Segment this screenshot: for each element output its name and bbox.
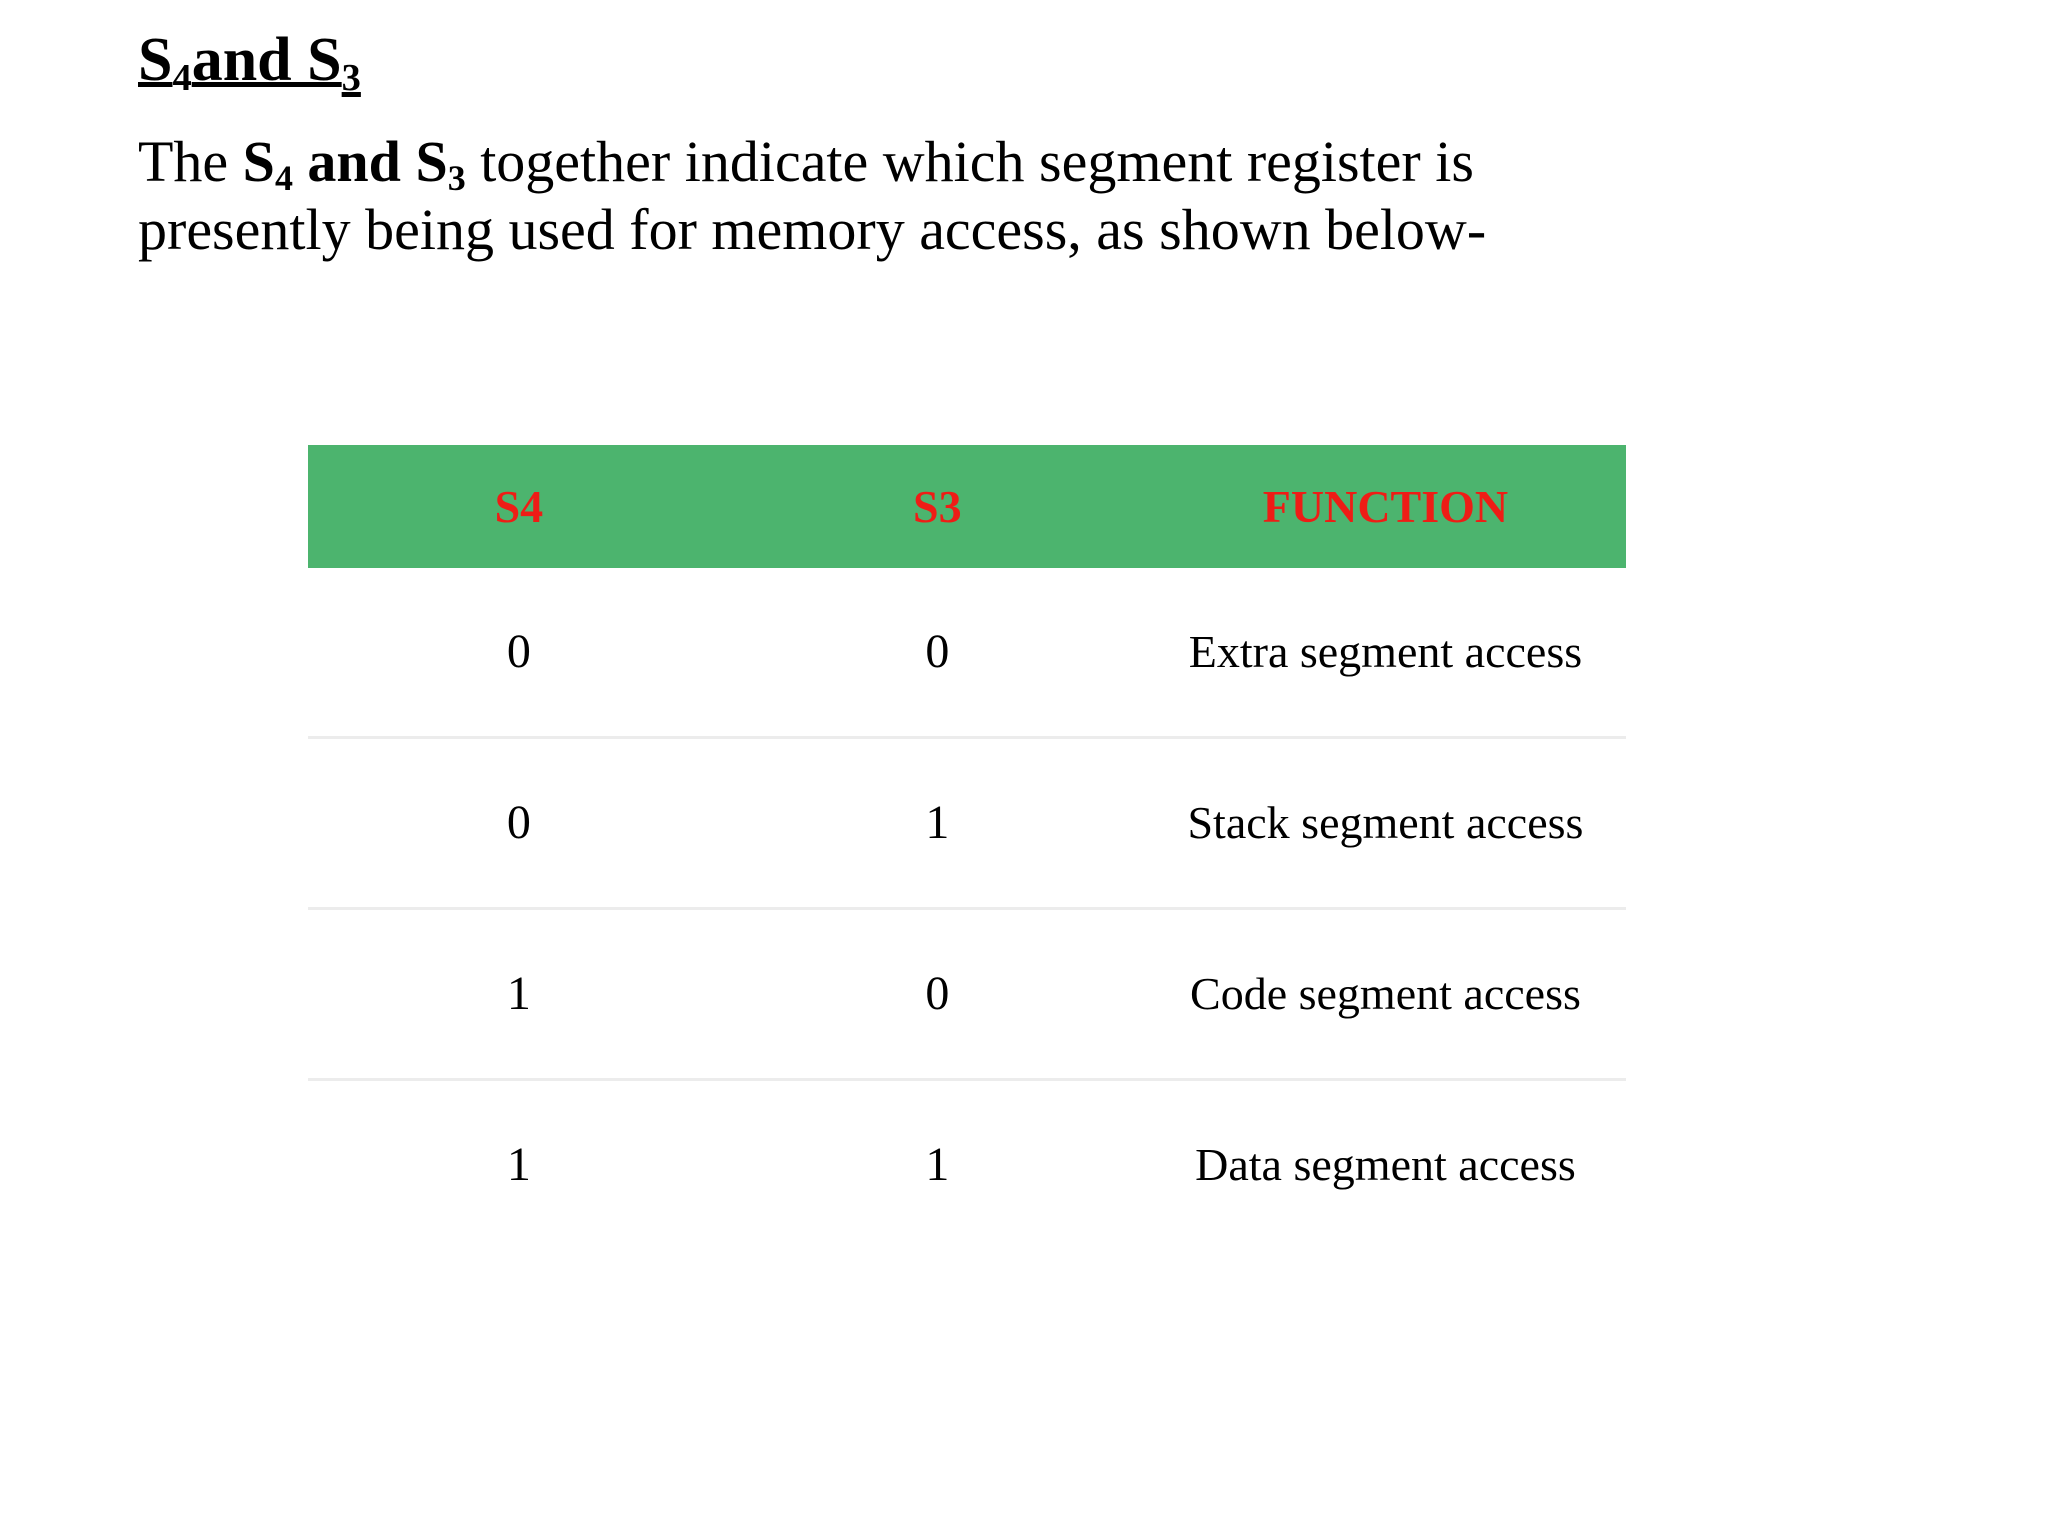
column-header-s3: S3	[729, 445, 1145, 568]
paragraph-symbol-s3-subscript: 3	[447, 158, 466, 199]
cell-s3: 0	[729, 908, 1145, 1081]
table-row: 0 1 Stack segment access	[308, 737, 1626, 910]
page-title-subscript-3: 3	[341, 56, 361, 99]
segment-register-table: S4 S3 FUNCTION 0 0 Extra segment access …	[308, 445, 1626, 1249]
cell-s4: 1	[308, 908, 730, 1081]
table-row: 1 1 Data segment access	[308, 1080, 1626, 1250]
column-header-s4: S4	[308, 445, 730, 568]
page-title: S4and S3	[138, 26, 361, 96]
table-row: 1 0 Code segment access	[308, 908, 1626, 1081]
column-header-function: FUNCTION	[1144, 445, 1626, 568]
table-header-row: S4 S3 FUNCTION	[308, 445, 1626, 568]
paragraph-symbol-s4: S4	[242, 129, 293, 196]
paragraph-symbol-s3: S3	[415, 129, 465, 196]
paragraph-symbol-s3-letter: S	[415, 129, 448, 194]
table-row: 0 0 Extra segment access	[308, 568, 1626, 739]
cell-s3: 0	[729, 568, 1145, 739]
cell-function: Stack segment access	[1144, 737, 1626, 910]
cell-s4: 0	[308, 568, 730, 739]
page-title-s-prefix: S	[138, 26, 173, 94]
table-header: S4 S3 FUNCTION	[308, 445, 1626, 568]
page-title-underlined: S4and S	[138, 26, 342, 96]
paragraph-symbol-s4-letter: S	[242, 129, 275, 194]
cell-s3: 1	[729, 737, 1145, 910]
page-title-subscript-4: 4	[172, 56, 192, 99]
cell-function: Data segment access	[1195, 1138, 1576, 1190]
cell-s4: 0	[308, 737, 730, 910]
segment-register-table-wrapper: S4 S3 FUNCTION 0 0 Extra segment access …	[308, 445, 1626, 1249]
cell-s3: 1	[925, 1137, 950, 1191]
cell-s4: 1	[506, 1137, 531, 1191]
paragraph-text-line2: presently being used for memory access, …	[138, 197, 1487, 263]
body-paragraph: The S4 and S3 together indicate which se…	[138, 128, 2000, 265]
page-title-and-s: and S	[191, 26, 342, 94]
cell-function: Extra segment access	[1144, 568, 1626, 739]
paragraph-text-part3: together indicate which segment register…	[465, 129, 1474, 194]
paragraph-text-part1: The	[138, 129, 243, 194]
paragraph-symbol-s4-subscript: 4	[274, 158, 293, 199]
cell-function: Code segment access	[1144, 908, 1626, 1081]
table-body: 0 0 Extra segment access 0 1 Stack segme…	[308, 568, 1626, 1249]
paragraph-text-and: and	[292, 129, 416, 194]
